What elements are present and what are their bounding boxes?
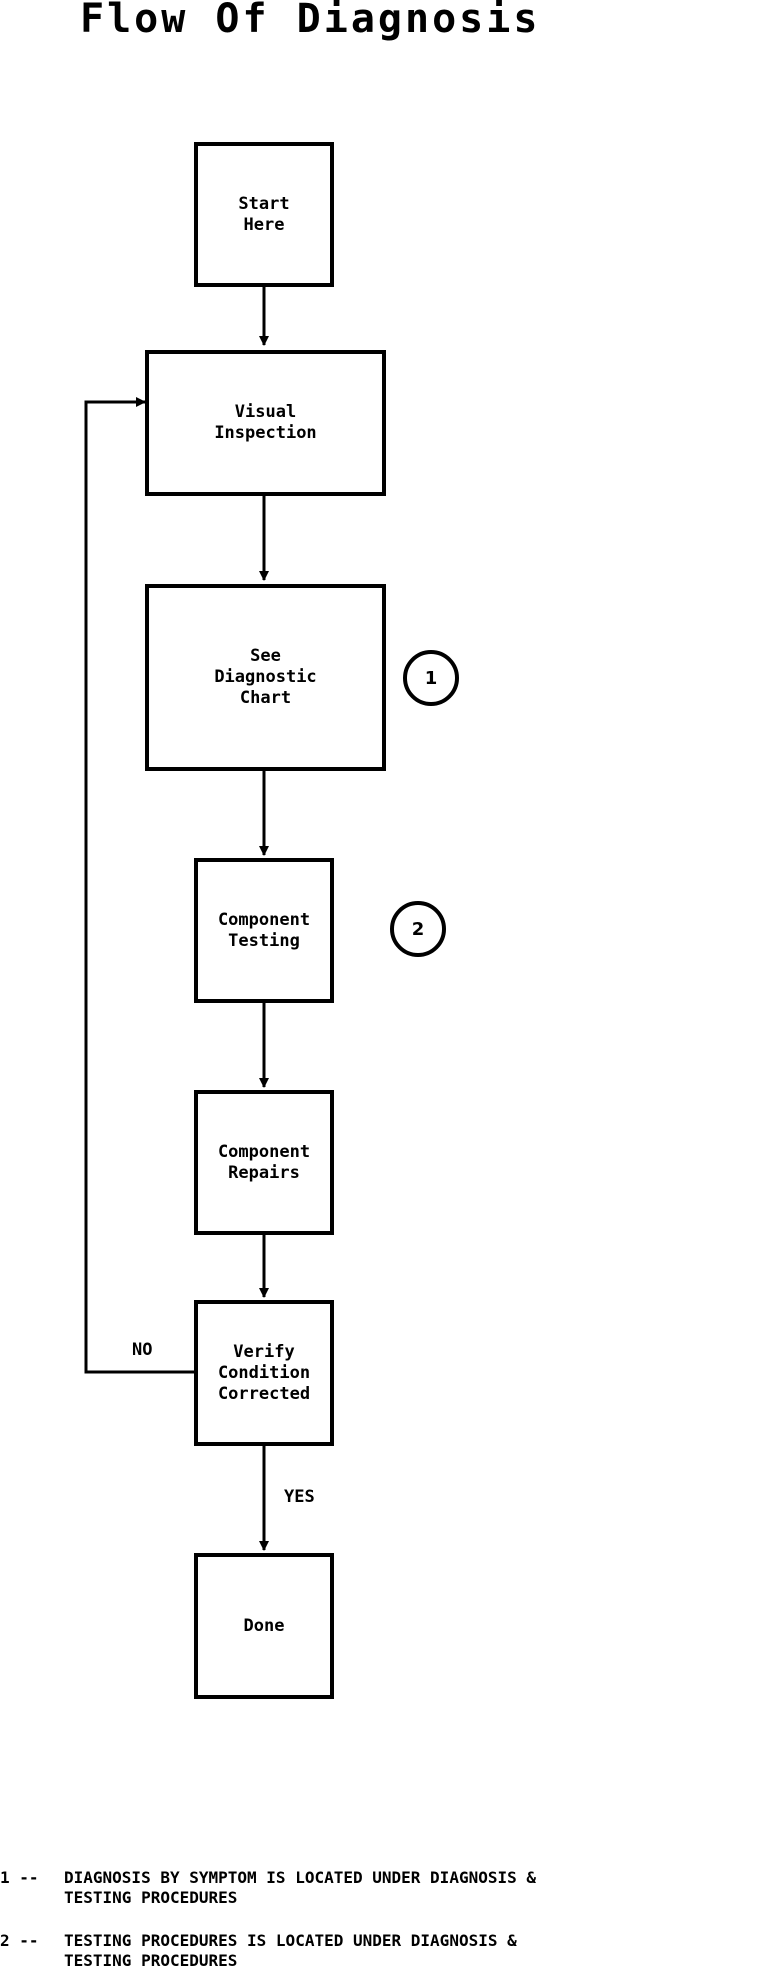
- component-repairs-label: Component Repairs: [217, 1141, 311, 1183]
- start-label: Start Here: [238, 193, 290, 235]
- footnote-2-marker: 2 --: [0, 1931, 39, 1950]
- diagnostic-chart-label: See Diagnostic Chart: [214, 646, 317, 708]
- footnote-1-text: DIAGNOSIS BY SYMPTOM IS LOCATED UNDER DI…: [64, 1868, 537, 1907]
- callout-1: 1: [403, 650, 459, 706]
- start-box: Start Here: [194, 142, 334, 287]
- visual-inspection-label: Visual Inspection: [214, 402, 317, 443]
- diagnostic-chart-box: See Diagnostic Chart: [145, 584, 386, 771]
- component-testing-box: Component Testing: [194, 858, 334, 1003]
- done-label: Done: [243, 1615, 285, 1636]
- footnote-1-marker: 1 --: [0, 1868, 39, 1887]
- footnote-2-text: TESTING PROCEDURES IS LOCATED UNDER DIAG…: [64, 1931, 517, 1970]
- component-testing-label: Component Testing: [217, 909, 311, 951]
- callout-2: 2: [390, 901, 446, 957]
- no-label: NO: [132, 1340, 153, 1360]
- verify-condition-box: Verify Condition Corrected: [194, 1300, 334, 1446]
- component-repairs-box: Component Repairs: [194, 1090, 334, 1235]
- done-box: Done: [194, 1553, 334, 1699]
- arrow-no-loop-back: [84, 397, 194, 1374]
- verify-condition-label: Verify Condition Corrected: [217, 1341, 311, 1404]
- visual-inspection-box: Visual Inspection: [145, 350, 386, 496]
- page-title: Flow Of Diagnosis: [80, 0, 541, 42]
- yes-label: YES: [284, 1487, 315, 1507]
